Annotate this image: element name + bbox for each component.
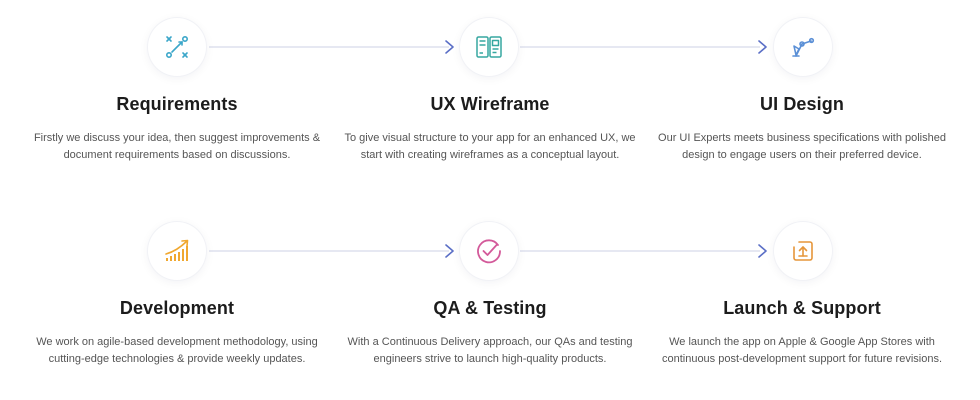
step-title: Launch & Support bbox=[723, 298, 881, 318]
step-title: UI Design bbox=[760, 94, 844, 114]
step-title: QA & Testing bbox=[433, 298, 547, 318]
launch-icon bbox=[793, 241, 813, 261]
step-icon-circle bbox=[774, 18, 832, 76]
step-description: With a Continuous Delivery approach, our… bbox=[347, 336, 633, 365]
step-icon-circle bbox=[774, 222, 832, 280]
step-icon-circle bbox=[148, 222, 206, 280]
step-icon-circle bbox=[460, 222, 518, 280]
connector-line bbox=[209, 250, 449, 252]
chevron-right-icon bbox=[758, 244, 767, 258]
step-description: Our UI Experts meets business specificat… bbox=[658, 132, 946, 161]
chevron-right-icon bbox=[758, 40, 767, 54]
step-title: Development bbox=[119, 298, 235, 318]
pen-tool-icon bbox=[792, 37, 815, 57]
wireframe-icon bbox=[476, 36, 502, 58]
step-description: We work on agile-based development metho… bbox=[36, 336, 318, 365]
chevron-right-icon bbox=[445, 40, 454, 54]
check-circle-icon bbox=[477, 239, 501, 264]
growth-chart-icon bbox=[165, 239, 189, 261]
connector-line bbox=[520, 46, 760, 48]
step-description: We launch the app on Apple & Google App … bbox=[661, 336, 943, 365]
step-description: To give visual structure to your app for… bbox=[344, 132, 636, 161]
strategy-icon bbox=[165, 35, 188, 58]
connector-line bbox=[209, 46, 449, 48]
chevron-right-icon bbox=[445, 244, 454, 258]
step-title: UX Wireframe bbox=[430, 94, 550, 114]
step-icon-circle bbox=[460, 18, 518, 76]
step-description: Firstly we discuss your idea, then sugge… bbox=[33, 132, 321, 161]
connector-line bbox=[520, 250, 760, 252]
step-title: Requirements bbox=[116, 94, 238, 114]
step-icon-circle bbox=[148, 18, 206, 76]
